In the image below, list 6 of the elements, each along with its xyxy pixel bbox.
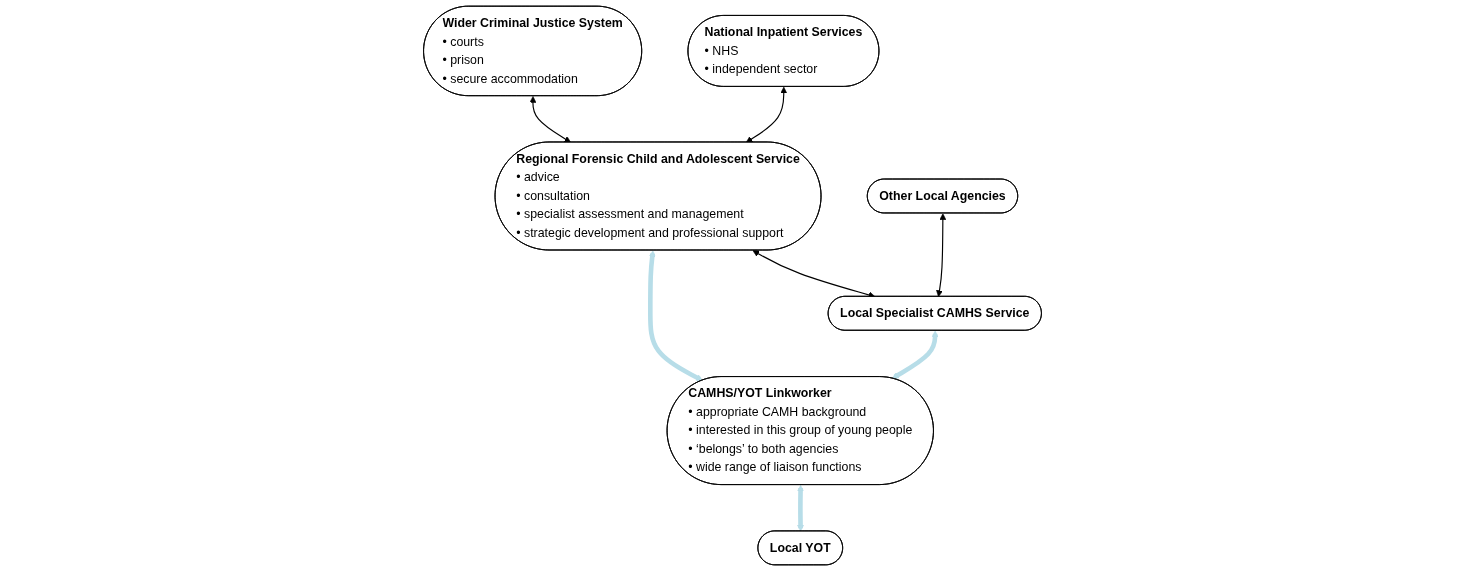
arrow	[891, 330, 939, 379]
arrow	[797, 484, 804, 532]
arrow	[936, 213, 947, 297]
arrow	[529, 96, 571, 143]
arrow	[648, 250, 703, 382]
arrow	[745, 86, 788, 143]
